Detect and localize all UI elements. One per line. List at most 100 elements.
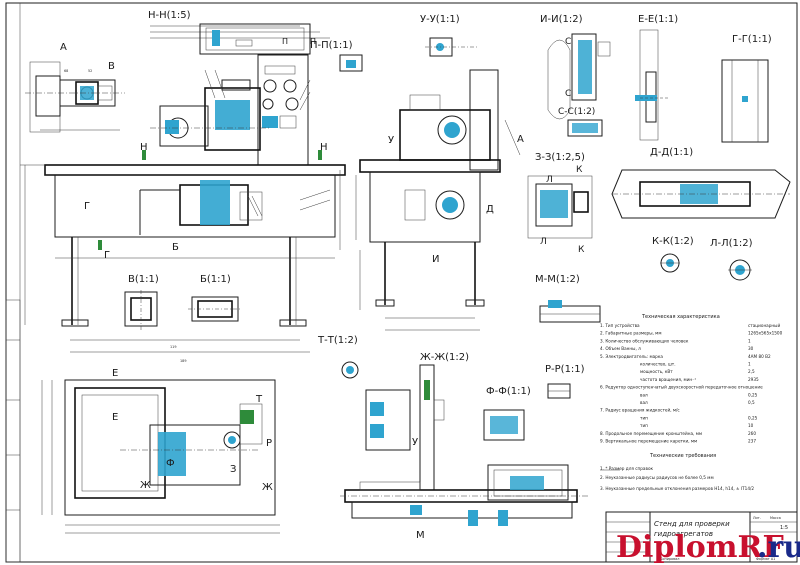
marker-s-1: С xyxy=(565,37,571,47)
marker-a-2: А xyxy=(517,134,524,145)
spec-row-value: 2935 xyxy=(748,377,759,382)
spec-row-value: 237 xyxy=(748,439,756,444)
req-title: Технические требования xyxy=(649,453,716,459)
section-n-n-title: Н-Н(1:5) xyxy=(148,10,191,21)
section-g-g xyxy=(721,59,769,143)
section-f-f-title: Ф-Ф(1:1) xyxy=(486,386,531,397)
section-b-title: Б(1:1) xyxy=(200,274,231,285)
spec-row-key: 1. Тип устройства xyxy=(600,323,640,328)
marker-b: В xyxy=(108,61,115,72)
section-t-t-title: Т-Т(1:2) xyxy=(317,335,358,346)
section-t-t xyxy=(341,361,359,379)
spec-row-key: 7. Радиус вращения жидкостей, м/с xyxy=(600,408,680,413)
marker-a: А xyxy=(60,42,67,53)
spec-row-value: 2,5 xyxy=(748,369,755,374)
req-1: 1. * Размер для справок xyxy=(600,466,654,471)
spec-row-key: тип xyxy=(640,415,648,420)
spec-row-key: 9. Вертикальное перемещение каретки, мм xyxy=(600,439,697,444)
marker-n-1: Н xyxy=(140,142,148,153)
spec-row-value: 0,25 xyxy=(748,392,758,397)
spec-row-key: 2. Габаритные размеры, мм xyxy=(600,331,662,336)
spec-row-key: 4. Объем Ванны, л xyxy=(600,346,641,351)
section-r-r-title: Р-Р(1:1) xyxy=(545,364,585,375)
section-u-u-title: У-У(1:1) xyxy=(420,14,460,25)
view-a-detail: А В 68 52 xyxy=(25,42,125,133)
spec-row-key: 6. Редуктор одноступенчатый двухскоростн… xyxy=(600,385,763,390)
spec-row-key: вал xyxy=(640,400,648,405)
title-lit: Лит. xyxy=(753,516,761,520)
marker-e-1: Е xyxy=(112,368,118,379)
marker-r-1: Р xyxy=(266,438,272,449)
spec-row-key: количество, шт. xyxy=(640,362,676,367)
req-2: 2. Неуказанные радиусы радиусов не более… xyxy=(600,475,714,480)
section-z-z: Л К Л К xyxy=(527,165,593,255)
spec-title: Техническая характеристика xyxy=(641,314,720,320)
spec-row-key: тип xyxy=(640,423,648,428)
section-m-m xyxy=(539,300,601,323)
spec-block: Техническая характеристика 1. Тип устрой… xyxy=(600,314,783,491)
marker-t-1: Т xyxy=(255,394,263,405)
spec-row-value: 1265х565х1500 xyxy=(748,331,783,336)
marker-p-2: П xyxy=(310,37,316,46)
marker-zh-1: Ж xyxy=(140,480,151,491)
marker-k-2: К xyxy=(578,245,585,255)
spec-row-value: стационарный xyxy=(748,323,780,328)
spec-row-key: вал xyxy=(640,392,648,397)
spec-row-value: 0,5 xyxy=(748,400,755,405)
spec-row-value: 0,25 xyxy=(748,415,758,420)
section-k-k xyxy=(660,253,680,273)
spec-rows: 1. Тип устройства стационарный 2. Габаритн… xyxy=(600,323,783,444)
marker-d-1: Д xyxy=(486,204,494,215)
title-scale: 1:5 xyxy=(780,525,788,531)
spec-row-value: 30 xyxy=(748,346,754,351)
marker-s-2: С xyxy=(565,89,571,99)
marker-l-2: Л xyxy=(540,237,547,247)
section-l-l xyxy=(728,259,752,281)
spec-row-key: частота вращения, мин⁻¹ xyxy=(640,377,696,382)
section-zh-zh: У М xyxy=(340,364,590,541)
spec-row-key: 5. Электродвигатель: марка xyxy=(600,354,663,359)
req-3: 3. Неуказанные предельные отклонения раз… xyxy=(600,486,754,491)
section-i-i: С С xyxy=(547,33,611,120)
watermark: DiplomRF .ru xyxy=(616,530,800,565)
section-k-k-title: К-К(1:2) xyxy=(652,236,694,247)
title-format: Формат А1 xyxy=(756,557,775,561)
title-block: Стенд для проверки гидроагрегатов Лит. М… xyxy=(605,511,798,563)
main-assembly-front: 119 189 Г Г Б Н Н xyxy=(44,25,346,363)
dim-189: 189 xyxy=(180,359,186,363)
watermark-tld: .ru xyxy=(757,530,800,565)
section-p-p-title: П-П(1:1) xyxy=(310,40,353,51)
marker-u-1: У xyxy=(388,135,394,146)
section-e-e-title: Е-Е(1:1) xyxy=(638,14,678,25)
section-d-d-title: Д-Д(1:1) xyxy=(650,147,693,158)
section-s-s xyxy=(567,119,603,137)
svg-text:68: 68 xyxy=(64,69,68,73)
title-copied: Копировал xyxy=(660,557,679,561)
spec-row-value: 10 xyxy=(748,423,754,428)
section-g-g-title: Г-Г(1:1) xyxy=(732,34,772,45)
marker-e-2: Е xyxy=(112,412,118,423)
leader-lines xyxy=(20,69,620,515)
title-name: Стенд для проверки xyxy=(654,520,730,528)
watermark-brand: DiplomRF xyxy=(616,530,784,565)
marker-f-1: Ф xyxy=(166,458,175,469)
svg-text:52: 52 xyxy=(88,69,92,73)
detail-b xyxy=(188,296,242,322)
marker-i-1: И xyxy=(432,254,439,265)
section-f-f xyxy=(483,409,525,441)
marker-b-1: Б xyxy=(172,242,179,253)
title-mass: Масса xyxy=(770,516,781,520)
section-zh-zh-title: Ж-Ж(1:2) xyxy=(420,352,469,363)
marker-k-1: К xyxy=(576,165,583,175)
marker-p-1: П xyxy=(282,37,288,46)
top-panel-p: П П xyxy=(199,23,363,72)
section-z-z-title: З-З(1:2,5) xyxy=(535,152,585,163)
section-e-e xyxy=(635,29,670,141)
spec-row-key: 8. Продольное перемещение кронштейна, мм xyxy=(600,431,702,436)
spec-row-value: 1 xyxy=(748,362,751,367)
section-l-l-title: Л-Л(1:2) xyxy=(710,238,753,249)
title-name-2: гидроагрегатов xyxy=(654,530,713,538)
section-m-m-title: М-М(1:2) xyxy=(535,274,580,285)
sheet-border xyxy=(5,2,798,563)
dim-1265: 119 xyxy=(170,345,176,349)
